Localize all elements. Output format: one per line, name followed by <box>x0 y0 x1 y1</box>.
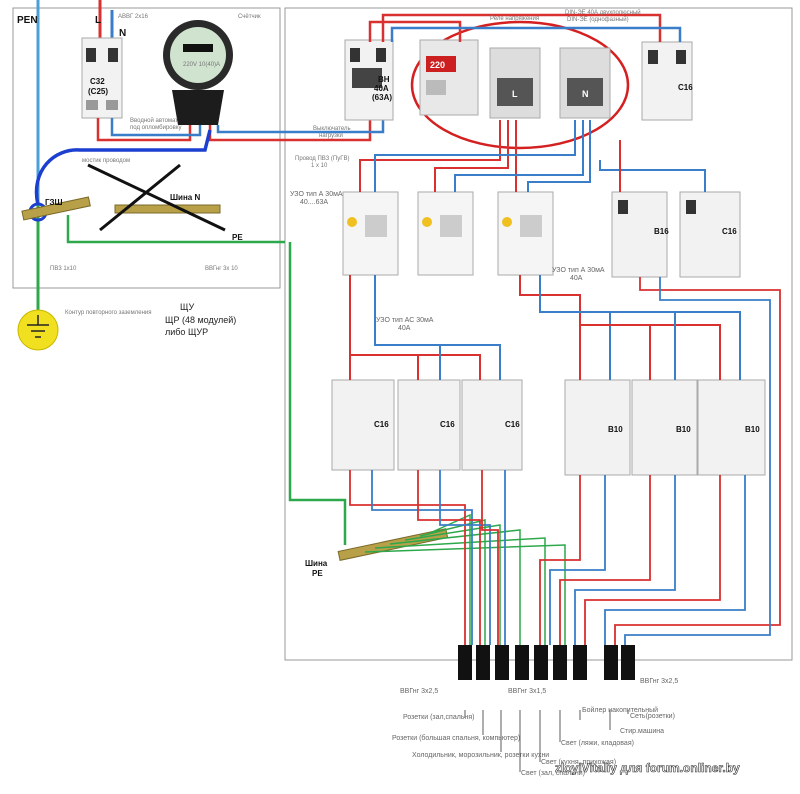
cable-label-a: ВВГнг 3х2,5 <box>400 688 438 695</box>
upper-right-rating: C16 <box>678 83 693 92</box>
uzo-mid-note-2: 40А <box>398 325 411 332</box>
breaker-label-6: B10 <box>745 425 760 434</box>
cable-terminals <box>458 645 635 680</box>
pe-bus-label-2: PE <box>312 569 323 578</box>
breaker-note-1: Вводной автомат <box>130 117 178 124</box>
l-label: L <box>95 15 101 26</box>
load-switch <box>344 39 394 121</box>
breaker-c16-right <box>679 191 741 278</box>
rcd-left <box>342 191 399 276</box>
circuit-label-1: Розетки (зал,спальня) <box>403 714 474 721</box>
cable-label-c: ВВГнг 3х2,5 <box>640 678 678 685</box>
breaker-label-5: B10 <box>676 425 691 434</box>
switch-amps: 40А <box>374 84 389 93</box>
relay-display: 220 <box>430 60 445 70</box>
meter-enclosure <box>12 7 281 289</box>
breaker-label-4: B10 <box>608 425 623 434</box>
din-modules <box>489 47 611 119</box>
bridge-wire <box>34 129 212 206</box>
rcd-right <box>497 191 554 276</box>
c16-right-rating: C16 <box>722 227 737 236</box>
breaker-rating: C32 <box>90 77 105 86</box>
switch-note-2: нагрузки <box>319 133 343 139</box>
n-bus-crossed <box>87 163 226 232</box>
relay-n-mark: N <box>582 89 589 99</box>
uzo-left-note-2: 40....63А <box>300 199 328 206</box>
circuit-label-4: Свет (зал, спальни) <box>521 770 585 777</box>
breaker-sub: (C25) <box>88 87 108 96</box>
cable-mid-note-2: 1 х 10 <box>311 163 328 169</box>
n-label: N <box>119 28 126 39</box>
bridge-label: мостик проводом <box>82 158 130 164</box>
relay-label-2: DIN-ЭЕ 40А двухполюсный <box>565 9 641 16</box>
uzo-mid-note-1: УЗО тип АС 30мА <box>376 317 434 324</box>
n-bus-label: Шина N <box>170 193 200 202</box>
breaker-label-3: C16 <box>505 420 520 429</box>
breaker-note-2: под опломбировку <box>130 125 182 131</box>
cabinet-title-1: ЩР (48 модулей) <box>165 315 236 325</box>
circuit-label-5: Свет (кухня, прихожая) <box>541 759 616 766</box>
gsh-label: ГЗШ <box>45 198 63 207</box>
breaker-row <box>331 379 766 476</box>
meter-face-label: 220V 10(40)A <box>183 62 220 68</box>
cable-label-b: ВВГнг 3х1,5 <box>508 688 546 695</box>
circuit-label-2: Розетки (большая спальня, компьютер) <box>392 734 520 742</box>
circuit-label-9: Сеть(розетки) <box>630 713 675 720</box>
breaker-upper-right <box>641 41 693 121</box>
circuit-label-7: Бойлер накопительный <box>582 706 658 714</box>
electricity-meter <box>163 20 233 125</box>
circuit-label-3: Холодильник, морозильник, розетки кухни <box>412 752 549 759</box>
switch-note-1: Выключатель <box>313 126 351 132</box>
cable-mid-note-1: Провод ПВЗ (ПуГВ) <box>295 156 349 162</box>
relay-label-1: Реле напряжения <box>490 16 539 22</box>
circuit-label-6: Свет (ляжи, кладовая) <box>561 740 634 747</box>
pe-label: PE <box>232 233 243 242</box>
relay-highlight <box>410 20 630 150</box>
input-breaker <box>81 37 123 119</box>
watermark: zloyiVitaliy для forum.onliner.by <box>555 761 740 775</box>
circuit-label-8: Стир.машина <box>620 728 664 735</box>
uzo-right-note-1: УЗО тип А 30мА <box>552 267 605 274</box>
bottom-cable-label: ВВГнг 3х 10 <box>205 266 238 272</box>
switch-rating: ВН <box>378 75 390 84</box>
pe-bus-label-1: Шина <box>305 559 328 568</box>
breaker-label-2: C16 <box>440 420 455 429</box>
switch-amps-alt: (63А) <box>372 93 392 102</box>
pen-label: PEN <box>17 15 38 26</box>
b16-rating: B16 <box>654 227 669 236</box>
relay-l-mark: L <box>512 89 518 99</box>
breaker-label-1: C16 <box>374 420 389 429</box>
breaker-b16 <box>611 191 668 278</box>
input-cable-label: АВВГ 2х16 <box>118 14 149 20</box>
meter-box-label: Счётчик <box>238 14 261 20</box>
rcd-mid <box>417 191 474 276</box>
ground-symbol <box>17 309 59 351</box>
relay-label-3: DIN-ЭЕ (однофазный) <box>567 16 629 23</box>
box-title: ЩУ <box>180 302 194 312</box>
pe-cable-label: ПВ3 1х10 <box>50 266 77 272</box>
voltage-relay <box>419 39 479 116</box>
uzo-right-note-2: 40А <box>570 275 583 282</box>
cabinet-title-2: либо ЩУР <box>165 327 208 337</box>
uzo-left-note-1: УЗО тип А 30мА <box>290 191 343 198</box>
ground-note: Контур повторного заземления <box>65 310 152 316</box>
gsh-bus <box>21 196 91 221</box>
